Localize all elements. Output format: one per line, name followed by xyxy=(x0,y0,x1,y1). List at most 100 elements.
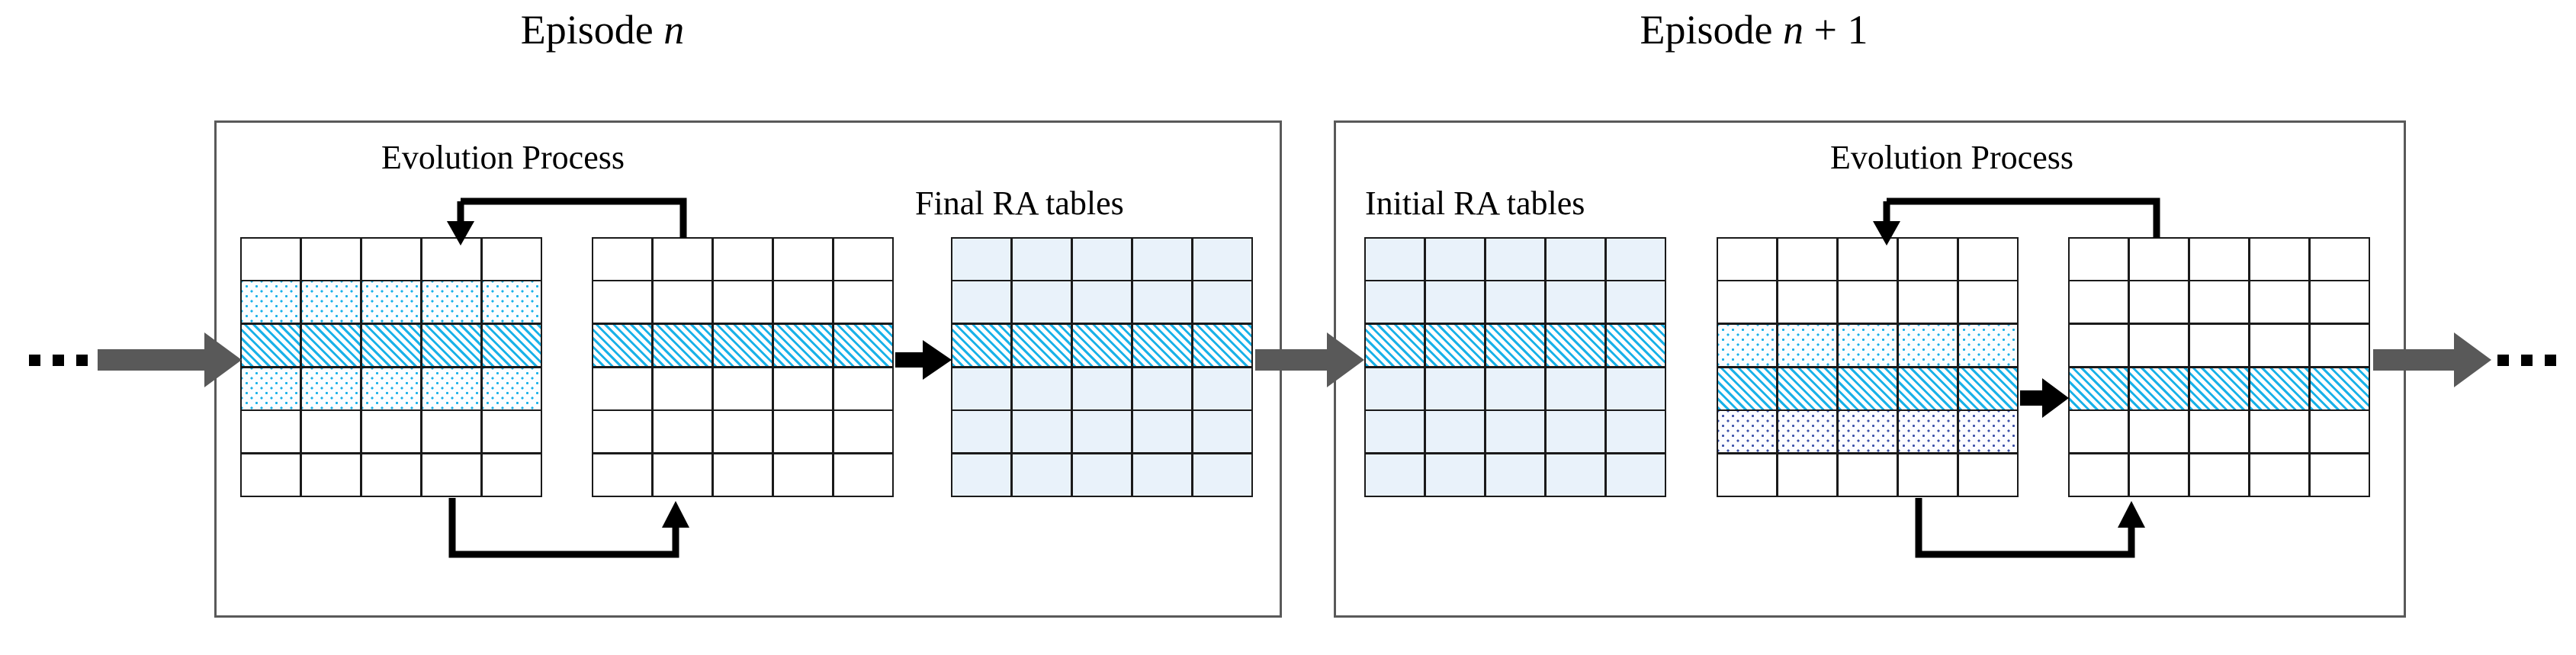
ra-cell xyxy=(1957,409,2019,454)
ra-cell xyxy=(300,280,361,325)
ra-cell xyxy=(239,409,301,454)
ra-cell xyxy=(711,323,773,368)
ra-cell xyxy=(1544,323,1606,368)
ra-cell xyxy=(591,323,653,368)
ra-cell xyxy=(1191,323,1253,368)
ra-cell xyxy=(651,366,713,411)
ra-cell xyxy=(2188,280,2250,325)
ra-cell xyxy=(1836,409,1898,454)
ra-cell xyxy=(1604,366,1666,411)
episode-2-title: Episode n + 1 xyxy=(1540,9,1967,50)
ra-cell xyxy=(1010,453,1072,497)
ra-table-4-initial xyxy=(1363,236,1666,497)
ra-cell xyxy=(832,236,894,281)
ra-cell xyxy=(950,280,1012,325)
ra-cell xyxy=(420,236,482,281)
ra-cell xyxy=(711,409,773,454)
ra-cell xyxy=(360,280,422,325)
ra-cell xyxy=(950,453,1012,497)
ra-cell xyxy=(1363,453,1425,497)
ra-cell xyxy=(1897,409,1958,454)
ra-cell xyxy=(239,323,301,368)
ra-cell xyxy=(1957,366,2019,411)
ra-cell xyxy=(1484,453,1546,497)
ra-cell xyxy=(1071,280,1132,325)
ra-cell xyxy=(1544,366,1606,411)
ra-cell xyxy=(2308,409,2370,454)
ra-cell xyxy=(1897,236,1958,281)
ra-cell xyxy=(360,366,422,411)
ra-cell xyxy=(1191,236,1253,281)
episode-1-title-var: n xyxy=(663,7,685,53)
ra-cell xyxy=(1836,236,1898,281)
ra-cell xyxy=(1836,280,1898,325)
ra-cell xyxy=(480,280,542,325)
ra-cell xyxy=(1484,280,1546,325)
ra-cell xyxy=(1604,323,1666,368)
ra-cell xyxy=(711,280,773,325)
ra-cell xyxy=(2067,453,2129,497)
ellipsis-dot xyxy=(2521,355,2533,366)
ellipsis-dot xyxy=(53,355,64,366)
episode-2-initial-tables-label: Initial RA tables xyxy=(1365,185,1585,222)
ra-cell xyxy=(1484,323,1546,368)
ra-table-5 xyxy=(1716,236,2019,497)
ra-cell xyxy=(651,236,713,281)
ra-cell xyxy=(772,280,834,325)
episode-2-title-suffix: + 1 xyxy=(1804,7,1868,53)
ra-cell xyxy=(300,409,361,454)
ra-cell xyxy=(239,453,301,497)
ra-cell xyxy=(1776,323,1838,368)
ra-cell xyxy=(1071,236,1132,281)
ra-cell xyxy=(832,280,894,325)
ra-cell xyxy=(651,409,713,454)
ra-cell xyxy=(2188,453,2250,497)
ra-table-3-final xyxy=(950,236,1253,497)
ra-cell xyxy=(1544,280,1606,325)
ra-cell xyxy=(420,323,482,368)
ra-cell xyxy=(832,409,894,454)
ra-cell xyxy=(711,236,773,281)
ra-cell xyxy=(772,453,834,497)
ra-cell xyxy=(2128,236,2189,281)
episode-1-final-tables-label: Final RA tables xyxy=(915,185,1124,222)
ra-cell xyxy=(1776,409,1838,454)
ellipsis-left xyxy=(29,355,88,366)
ra-cell xyxy=(2308,366,2370,411)
ra-cell xyxy=(2248,409,2310,454)
ra-cell xyxy=(1836,453,1898,497)
ra-cell xyxy=(2067,409,2129,454)
episode-1-evolution-label: Evolution Process xyxy=(381,139,625,176)
ra-cell xyxy=(2128,323,2189,368)
ra-cell xyxy=(1131,236,1193,281)
ra-cell xyxy=(1484,409,1546,454)
ellipsis-dot xyxy=(2545,355,2556,366)
ra-cell xyxy=(1484,366,1546,411)
ra-cell xyxy=(1363,366,1425,411)
episode-2-evolution-label: Evolution Process xyxy=(1830,139,2073,176)
ra-cell xyxy=(1836,366,1898,411)
ra-cell xyxy=(950,409,1012,454)
episode-2-title-var: n xyxy=(1783,7,1804,53)
ra-cell xyxy=(300,366,361,411)
ra-cell xyxy=(1544,453,1606,497)
ra-cell xyxy=(1424,409,1486,454)
ra-cell xyxy=(591,366,653,411)
ra-cell xyxy=(2067,280,2129,325)
ra-cell xyxy=(2248,453,2310,497)
ra-cell xyxy=(300,453,361,497)
ra-cell xyxy=(2128,280,2189,325)
ra-cell xyxy=(2067,366,2129,411)
ra-cell xyxy=(2188,409,2250,454)
ra-cell xyxy=(1776,236,1838,281)
ra-cell xyxy=(1071,453,1132,497)
ra-cell xyxy=(2248,323,2310,368)
ellipsis-dot xyxy=(2497,355,2509,366)
ra-cell xyxy=(1010,280,1072,325)
ra-cell xyxy=(1191,453,1253,497)
ra-cell xyxy=(772,323,834,368)
ra-cell xyxy=(239,236,301,281)
ra-cell xyxy=(2188,366,2250,411)
ra-cell xyxy=(1191,409,1253,454)
ra-cell xyxy=(1957,453,2019,497)
